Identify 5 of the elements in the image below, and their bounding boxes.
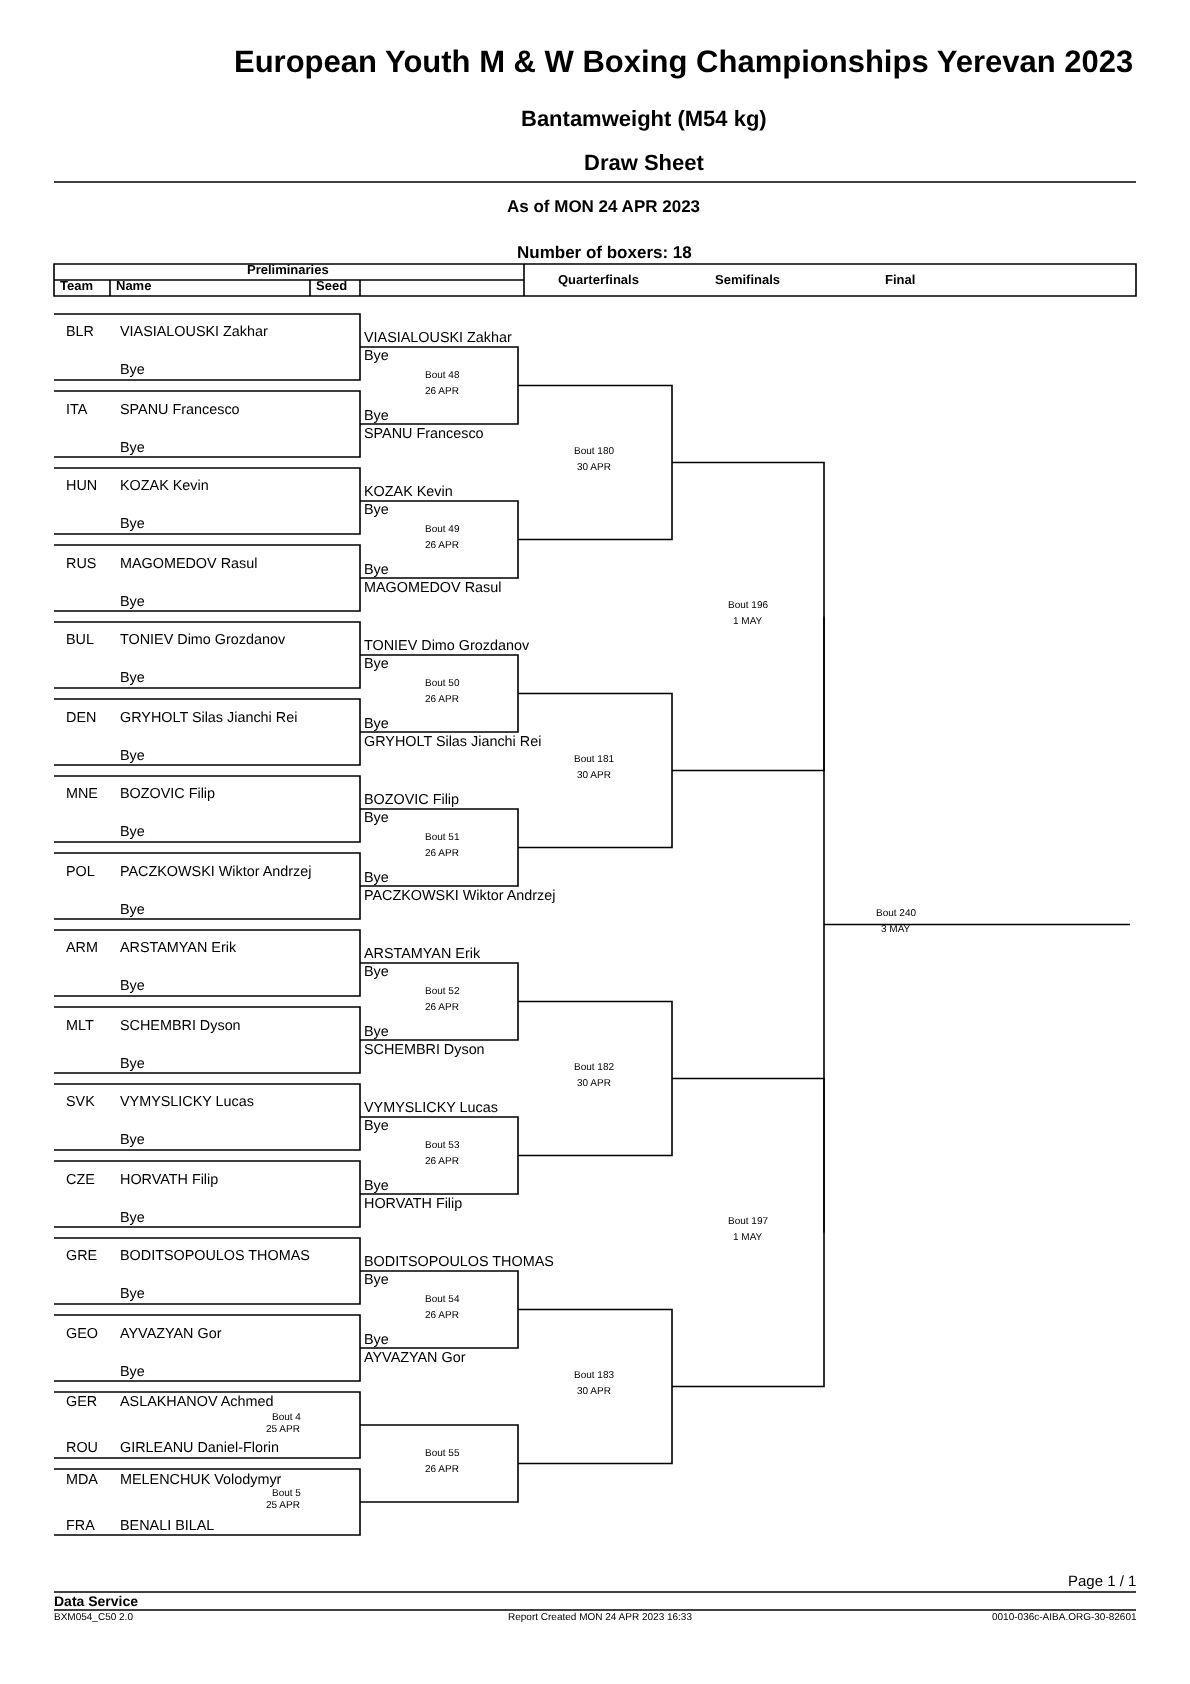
title: European Youth M & W Boxing Championships Yerevan 2023: [234, 48, 1134, 80]
boxer-count: Number of boxers: 18: [517, 243, 692, 261]
subtitle: Draw Sheet: [584, 153, 704, 175]
date-line: As of MON 24 APR 2023: [507, 197, 701, 215]
subtitle: Bantamweight (M54 kg): [521, 109, 767, 131]
